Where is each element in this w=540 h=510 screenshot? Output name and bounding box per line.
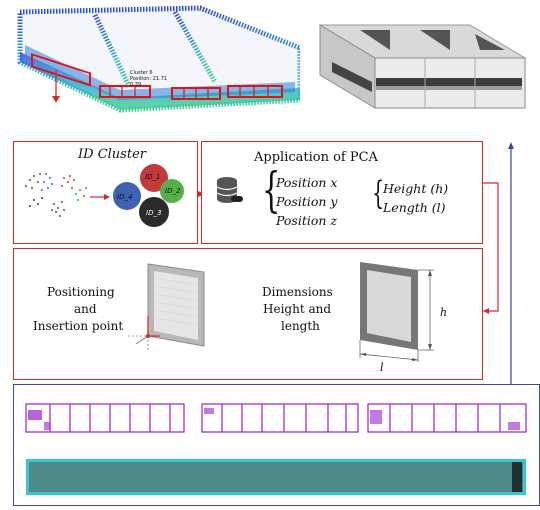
cluster-id4	[113, 182, 141, 210]
dimensions-line1: Dimensions	[262, 285, 333, 299]
point-cloud-building	[17, 5, 300, 113]
id-4-label: ID_4	[117, 193, 133, 201]
positions-brace: {	[262, 162, 281, 218]
pca-panel	[201, 141, 483, 244]
blue-up-connector	[508, 142, 514, 384]
id-3-label: ID_3	[146, 209, 162, 217]
dimensions-line3: length	[281, 319, 320, 333]
window-insertion-diagram	[128, 263, 205, 350]
positioning-line1: Positioning	[47, 285, 115, 299]
bim-model	[318, 24, 527, 109]
h-label: h	[440, 306, 448, 319]
cloud-label-1: Cluster 6	[130, 70, 153, 76]
scatter-points	[25, 173, 87, 217]
id-2-label: ID_2	[165, 187, 181, 195]
dimensions-line2: Height and	[263, 302, 332, 316]
pca-title: Application of PCA	[254, 150, 378, 165]
cluster-id3	[139, 197, 169, 227]
dim-length: Length (l)	[383, 200, 446, 215]
id-cluster-title: ID Cluster	[78, 147, 146, 162]
positioning-line2: and	[74, 302, 97, 316]
wall-bim-bar	[26, 459, 526, 495]
positioning-line3: Insertion point	[33, 319, 124, 333]
cloud-label-2: Position: 21.71	[130, 76, 168, 82]
l-label: l	[380, 361, 384, 374]
cloud-label-3: 0.39	[130, 82, 142, 88]
database-icon	[216, 177, 243, 203]
window-dimensions-diagram	[359, 262, 434, 362]
cluster-id1	[140, 164, 168, 192]
segmented-walls	[25, 403, 527, 433]
dims-brace: {	[372, 174, 385, 212]
position-z: Position z	[276, 213, 337, 228]
wall-bar-end	[512, 462, 522, 492]
id-1-label: ID_1	[145, 173, 161, 181]
position-y: Position y	[276, 194, 338, 209]
cluster-id2	[160, 179, 184, 203]
pca-to-dims-connector	[483, 182, 499, 314]
cluster-diagram	[25, 164, 184, 227]
position-x: Position x	[276, 175, 338, 190]
dim-height: Height (h)	[383, 181, 449, 196]
